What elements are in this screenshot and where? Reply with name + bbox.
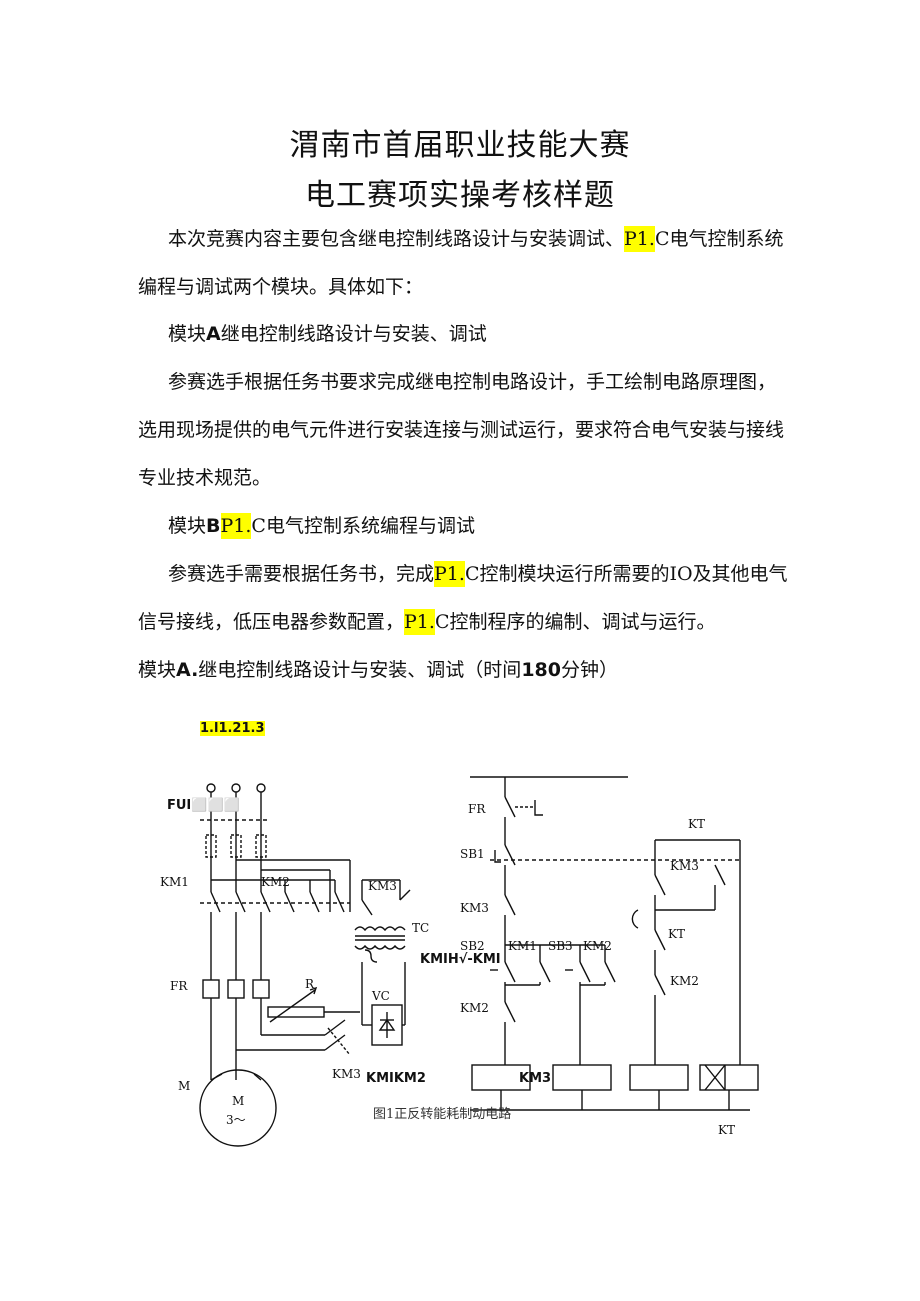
label-m: M (178, 1079, 190, 1093)
page-subtitle: 电工赛项实操考核样题 (305, 178, 615, 213)
section-duration: 180 (521, 659, 561, 681)
label-km2: KM2 (261, 875, 290, 889)
highlight-plc: P1. (220, 513, 252, 539)
motor-m: M (232, 1094, 244, 1108)
label-fr: FR (170, 979, 188, 993)
intro-paragraph-line1: 本次竞赛内容主要包含继电控制线路设计与安装调试、P1.C电气控制系统 (168, 226, 784, 252)
body-text: 信号接线，低压电器参数配置， (138, 611, 405, 633)
label-fr2: FR (468, 802, 486, 816)
label-km2d: KM2 (460, 1001, 489, 1015)
label-ktc: KT (718, 1123, 735, 1137)
intro-text-continued: C电气控制系统 (654, 228, 784, 250)
module-title: 继电控制线路设计与安装、调试 (220, 323, 487, 345)
module-a-body-line2: 选用现场提供的电气元件进行安装连接与测试运行，要求符合电气安装与接线 (138, 419, 785, 441)
module-a-body-line3: 专业技术规范。 (138, 467, 272, 489)
label-sb1: SB1 (460, 847, 485, 861)
section-heading: 模块A.继电控制线路设计与安装、调试（时间180分钟） (138, 658, 618, 682)
label-km1: KM1 (160, 875, 189, 889)
highlight-plc: P1. (624, 226, 655, 252)
body-text-continued: C控制模块运行所需要的IO及其他电气 (464, 563, 788, 585)
label-km3b: KM3 (460, 901, 489, 915)
section-word: 模块 (138, 659, 177, 681)
km3-label: KM3 (519, 1071, 552, 1086)
label-km1b: KM1 (508, 939, 537, 953)
page-title: 渭南市首届职业技能大赛 (289, 128, 631, 163)
module-b-body-line2: 信号接线，低压电器参数配置，P1.C控制程序的编制、调试与运行。 (138, 609, 716, 635)
module-letter: A (206, 323, 221, 345)
label-ktb: KT (668, 927, 685, 941)
label-kt: KT (688, 817, 705, 831)
body-text: 参赛选手需要根据任务书，完成 (168, 563, 435, 585)
motor-phase: 3～ (226, 1113, 246, 1127)
section-title: 继电控制线路设计与安装、调试（时间 (198, 659, 522, 681)
module-title: C电气控制系统编程与调试 (251, 515, 475, 537)
circuit-diagram: KM1 KM2 KM3 TC FR R VC M M 3～ FR SB1 KM3… (160, 776, 759, 1147)
highlight-plc: P1. (404, 609, 435, 635)
figure-caption: 图1正反转能耗制动电路 (373, 1107, 512, 1122)
intro-paragraph-line2: 编程与调试两个模块。具体如下： (138, 276, 424, 298)
label-sb3: SB3 (548, 939, 573, 953)
label-km3c: KM3 (670, 859, 699, 873)
module-word: 模块 (168, 515, 207, 537)
module-a-body-line1: 参赛选手根据任务书要求完成继电控制电路设计，手工绘制电路原理图， (168, 371, 777, 393)
label-r: R (305, 977, 315, 991)
label-km2b: KM2 (583, 939, 612, 953)
body-text-continued: C控制程序的编制、调试与运行。 (434, 611, 716, 633)
label-km3d: KM3 (332, 1067, 361, 1081)
label-sb2: SB2 (460, 939, 485, 953)
section-letter: A. (176, 659, 199, 681)
figure-ref-label: 1.l1.21.3 (200, 721, 265, 736)
intro-text: 本次竞赛内容主要包含继电控制线路设计与安装调试、 (168, 228, 625, 250)
module-letter: B (206, 515, 221, 537)
module-word: 模块 (168, 323, 207, 345)
module-b-heading: 模块BP1.C电气控制系统编程与调试 (168, 513, 475, 539)
module-a-heading: 模块A继电控制线路设计与安装、调试 (168, 322, 487, 346)
label-km2c: KM2 (670, 974, 699, 988)
fu-label: FUI⬜⬜⬜ (167, 798, 240, 813)
label-km3: KM3 (368, 879, 397, 893)
highlight-plc: P1. (434, 561, 465, 587)
module-b-body-line1: 参赛选手需要根据任务书，完成P1.C控制模块运行所需要的IO及其他电气 (168, 561, 788, 587)
label-tc: TC (412, 921, 429, 935)
label-vc: VC (371, 989, 390, 1003)
kmih-label: KMIH√-KMI (420, 952, 501, 967)
kmikm2-label: KMIKM2 (366, 1071, 426, 1086)
section-unit: 分钟） (560, 659, 618, 681)
